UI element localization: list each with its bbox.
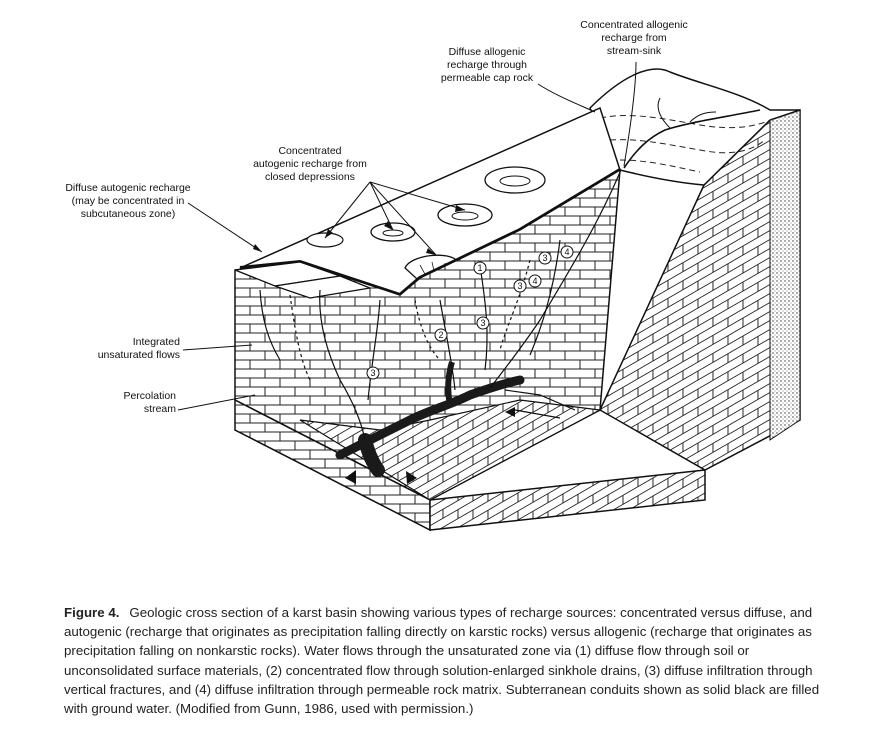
label-diffuse-autogenic-3: subcutaneous zone) [81,208,176,220]
marker-3d: 3 [370,368,375,378]
closed-depression-3 [370,222,416,242]
leader-arrowheads [253,205,465,255]
marker-3b: 3 [517,281,522,291]
figure-label: Figure 4. [64,605,120,620]
figure-caption-text: Geologic cross section of a karst basin … [64,605,820,717]
closed-depression-4 [306,232,344,248]
flow-arrows [345,407,515,484]
label-concentrated-autogenic-1: Concentrated [278,145,341,157]
label-diffuse-autogenic-2: (may be concentrated in [72,195,185,207]
label-concentrated-autogenic-2: autogenic recharge from [253,158,367,170]
figure-caption: Figure 4.Geologic cross section of a kar… [64,603,824,718]
marker-2: 2 [438,330,443,340]
label-diffuse-allogenic-1: Diffuse allogenic [449,46,526,58]
marker-1: 1 [477,263,482,273]
label-concentrated-autogenic-3: closed depressions [265,171,355,183]
marker-4a: 4 [564,247,569,257]
markers: 1 2 3 3 3 3 4 4 [366,245,574,380]
karst-basin-diagram: 1 2 3 3 3 3 4 4 Concentrated allogeni [65,19,801,532]
marker-4b: 4 [532,276,537,286]
label-diffuse-allogenic-2: recharge through [447,59,527,71]
flow-paths [259,171,621,441]
label-diffuse-autogenic-1: Diffuse autogenic recharge [65,182,190,194]
closed-depression-1 [484,166,546,194]
label-percolation-stream-1: Percolation [123,390,176,402]
label-concentrated-allogenic-1: Concentrated allogenic [580,19,687,31]
label-integrated-flows-2: unsaturated flows [98,349,180,361]
marker-3c: 3 [480,318,485,328]
label-concentrated-allogenic-3: stream-sink [607,45,662,57]
label-percolation-stream-2: stream [144,403,176,415]
closed-depression-2 [437,203,493,227]
annotation-labels: Concentrated allogenic recharge from str… [65,19,687,415]
leader-lines [177,61,637,411]
marker-3a: 3 [542,253,547,263]
label-diffuse-allogenic-3: permeable cap rock [441,72,534,84]
label-concentrated-allogenic-2: recharge from [601,32,667,44]
label-integrated-flows-1: Integrated [133,336,180,348]
cap-rock-surface [589,68,801,186]
